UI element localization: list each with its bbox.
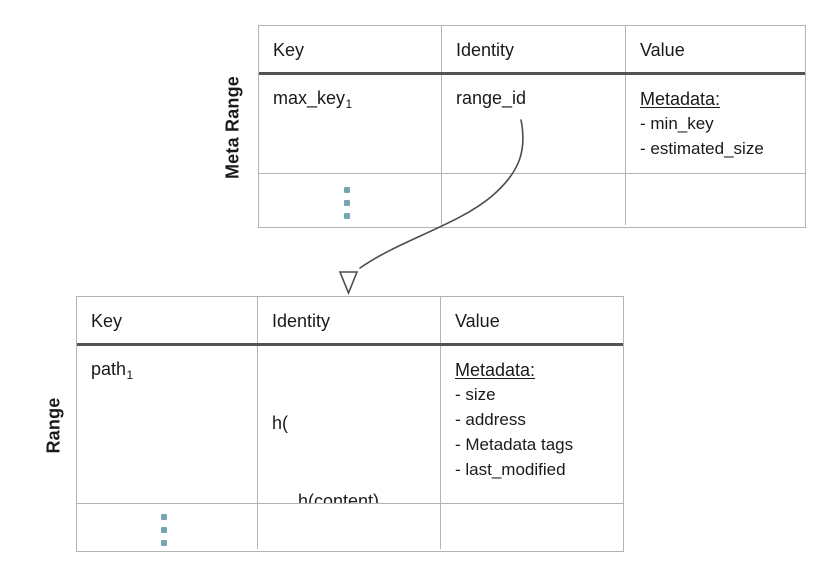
range-row-1-key: path1 <box>77 346 258 503</box>
range-row-1-identity: h( h(content), h(tags), h(size), ) <box>258 346 441 503</box>
range-col-value: Value <box>441 297 623 343</box>
meta-range-col-key: Key <box>259 26 442 72</box>
range-continuation-value <box>441 504 623 549</box>
range-row-1-value-list: - size - address - Metadata tags - last_… <box>455 382 609 482</box>
meta-range-row-1-value: Metadata: - min_key - estimated_size <box>626 75 805 173</box>
range-row-1: path1 h( h(content), h(tags), h(size), )… <box>77 346 623 504</box>
meta-range-row-1-key: max_key1 <box>259 75 442 173</box>
list-item: - size <box>455 385 496 404</box>
range-col-identity-label: Identity <box>272 311 331 331</box>
meta-range-row-1: max_key1 range_id Metadata: - min_key - … <box>259 75 805 174</box>
meta-range-row-1-identity: range_id <box>442 75 626 173</box>
list-item: - min_key <box>640 114 714 133</box>
meta-range-col-value: Value <box>626 26 805 72</box>
meta-range-table: Key Identity Value max_key1 range_id Met… <box>258 25 806 228</box>
range-row-1-value-title: Metadata: <box>455 360 536 380</box>
list-item: - address <box>455 410 526 429</box>
meta-range-continuation-identity <box>442 174 626 225</box>
range-col-identity: Identity <box>258 297 441 343</box>
list-item: - Metadata tags <box>455 435 574 454</box>
meta-range-side-label: Meta Range <box>222 75 243 180</box>
meta-range-row-1-value-title: Metadata: <box>640 89 721 109</box>
range-table: Key Identity Value path1 h( h(content), … <box>76 296 624 552</box>
meta-range-col-value-label: Value <box>640 40 685 60</box>
meta-range-col-identity: Identity <box>442 26 626 72</box>
vertical-ellipsis-icon <box>344 187 350 219</box>
range-row-1-value: Metadata: - size - address - Metadata ta… <box>441 346 623 503</box>
vertical-ellipsis-icon <box>161 514 167 546</box>
range-side-label: Range <box>43 397 64 454</box>
range-row-1-key-text: path1 <box>91 359 134 382</box>
range-col-value-label: Value <box>455 311 500 331</box>
meta-range-row-1-value-list: - min_key - estimated_size <box>640 111 791 161</box>
hash-line: h(content), <box>298 491 385 503</box>
range-col-key: Key <box>77 297 258 343</box>
meta-range-col-identity-label: Identity <box>456 40 515 60</box>
hash-line: h( <box>272 413 289 433</box>
meta-range-row-1-identity-text: range_id <box>456 88 527 108</box>
range-continuation-identity <box>258 504 441 549</box>
meta-range-continuation-value <box>626 174 805 225</box>
meta-range-row-1-key-text: max_key1 <box>273 88 353 111</box>
meta-range-header-row: Key Identity Value <box>259 26 805 75</box>
list-item: - estimated_size <box>640 139 764 158</box>
meta-range-continuation-row <box>259 174 805 225</box>
range-continuation-row <box>77 504 623 549</box>
range-header-row: Key Identity Value <box>77 297 623 346</box>
list-item: - last_modified <box>455 460 566 479</box>
range-row-1-identity-hash: h( h(content), h(tags), h(size), ) <box>272 358 426 503</box>
range-continuation-key <box>77 504 258 549</box>
meta-range-col-key-label: Key <box>273 40 305 60</box>
range-col-key-label: Key <box>91 311 123 331</box>
meta-range-continuation-key <box>259 174 442 225</box>
